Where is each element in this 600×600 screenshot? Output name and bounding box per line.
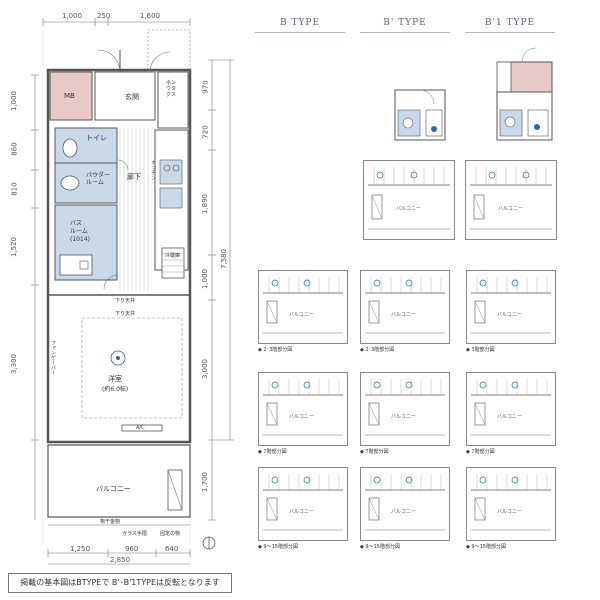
balcony-partial-drawing (263, 474, 343, 531)
balcony-partial-drawing (471, 474, 551, 531)
label-kitchen: キッチン (150, 160, 156, 180)
partial-caption: ◆ 7階部分図 (360, 449, 389, 455)
partial-caption: ◆ 9～15階部分図 (360, 544, 400, 550)
label-ceiling-low-2: 下り天井 (115, 311, 136, 317)
balcony-partial-drawing (365, 474, 445, 531)
tab-b-type: B TYPE (255, 14, 345, 33)
dim-right-2: 720 (201, 125, 210, 139)
balcony-label: バルコニー (497, 414, 522, 420)
floor-plan: 1,000 250 1,600 1,000 860 810 1,520 3,30… (0, 0, 240, 570)
balcony-partial-drawing (263, 379, 343, 436)
balcony-partial-b1-2: バルコニー (466, 372, 556, 446)
tab-bp1-type: B'1 TYPE (465, 14, 555, 33)
balcony-partial-drawing (365, 277, 445, 334)
balcony-label: バルコニー (289, 509, 314, 515)
dim-right-total: 7,580 (220, 248, 229, 270)
room-refrigerator: 冷蔵庫 (165, 253, 181, 259)
room-yoshitsu-size: (約6.0帖) (102, 386, 129, 393)
balcony-partial-b-3: バルコニー (258, 467, 348, 541)
dim-right-5: 3,000 (201, 358, 210, 380)
balcony-partial-bp1-top: バルコニー (465, 160, 557, 240)
balcony-partial-b-1: バルコニー (258, 270, 348, 344)
label-ac: A/C (136, 425, 145, 431)
partial-caption: ◆ 3階部分図 (466, 347, 495, 353)
balcony-partial-bp-top: バルコニー (363, 160, 455, 240)
balcony-partial-bp-2: バルコニー (360, 372, 450, 446)
entrance-plan-bp-drawing (394, 89, 446, 141)
balcony-partial-b1-3: バルコニー (466, 467, 556, 541)
footnote-text: 掲載の基本図はBTYPEで B'･B'1TYPEは反転となります (20, 578, 220, 587)
dim-top-1: 1,000 (62, 12, 83, 20)
balcony-partial-drawing (471, 277, 551, 334)
balcony-partial-bp1-top-drawing (470, 167, 552, 230)
balcony-partial-drawing (263, 277, 343, 334)
room-balcony: バルコニー (96, 485, 131, 493)
balcony-partial-b-2: バルコニー (258, 372, 348, 446)
balcony-label-bp1-top: バルコニー (498, 206, 523, 212)
partial-caption: ◆ 9～15階部分図 (466, 544, 506, 550)
dim-right-6: 1,700 (201, 471, 210, 493)
room-toilet: トイレ (86, 134, 107, 142)
room-washroom: パウダー ルーム (86, 172, 111, 186)
dim-right-3: 1,890 (201, 193, 210, 215)
dim-right-4: 1,000 (201, 268, 210, 290)
partial-caption: ◆ 2･3階部分図 (258, 347, 293, 353)
balcony-partial-bp-top-drawing (368, 167, 450, 230)
balcony-label: バルコニー (391, 414, 416, 420)
dim-top-2: 250 (97, 12, 111, 20)
dim-left-5: 3,300 (10, 353, 19, 375)
dim-left-4: 1,520 (10, 236, 19, 258)
floor-plan-drawing (31, 18, 234, 565)
dim-top-3: 1,600 (140, 12, 161, 20)
dim-right-1: 970 (201, 80, 210, 94)
label-ceiling-low-1: 下り天井 (115, 298, 136, 304)
balcony-partial-drawing (471, 379, 551, 436)
tab-bp1-type-label: B'1 TYPE (484, 18, 536, 28)
partial-caption: ◆ 7階部分図 (258, 449, 287, 455)
dim-bottom-total: 2,850 (110, 556, 131, 564)
balcony-partial-drawing (365, 379, 445, 436)
balcony-label: バルコニー (497, 312, 522, 318)
dim-bottom-1: 1,250 (70, 545, 91, 553)
balcony-label-bp-top: バルコニー (396, 206, 421, 212)
balcony-partial-bp-1: バルコニー (360, 270, 450, 344)
entrance-plan-bp (390, 85, 450, 145)
room-corridor: 廊下 (127, 173, 141, 181)
balcony-label: バルコニー (391, 312, 416, 318)
tab-bp-type-label: B' TYPE (383, 18, 427, 28)
entrance-plan-bp1 (492, 32, 558, 144)
balcony-label: バルコニー (497, 509, 522, 515)
room-yoshitsu: 洋室 (108, 375, 122, 383)
room-mb: MB (64, 92, 75, 100)
dim-bottom-2: 960 (125, 545, 139, 553)
room-genkan: 玄関 (125, 93, 139, 101)
dim-left-3: 810 (10, 182, 19, 196)
balcony-partial-b1-1: バルコニー (466, 270, 556, 344)
balcony-label: バルコニー (289, 312, 314, 318)
entrance-plan-bp1-drawing (496, 47, 553, 141)
label-vent: ファンゲーバー (50, 340, 56, 375)
partial-caption: ◆ 2･3階部分図 (360, 347, 395, 353)
partial-caption: ◆ 9～15階部分図 (258, 544, 298, 550)
dim-bottom-3: 640 (165, 545, 179, 553)
label-shelf: 物干金物 (100, 519, 121, 525)
tab-bp-type: B' TYPE (360, 14, 450, 33)
label-fixed: 固定の物 (160, 531, 181, 537)
balcony-label: バルコニー (289, 414, 314, 420)
balcony-label: バルコニー (391, 509, 416, 515)
balcony-partial-bp-3: バルコニー (360, 467, 450, 541)
room-bonus: ボン ウタ クス (166, 80, 177, 98)
dim-left-1: 1,000 (10, 90, 19, 112)
room-bath: バス ルーム (1014) (70, 220, 90, 243)
partial-caption: ◆ 7階部分図 (466, 449, 495, 455)
tab-b-type-label: B TYPE (279, 18, 321, 28)
footnote-box: 掲載の基本図はBTYPEで B'･B'1TYPEは反転となります (8, 573, 232, 593)
label-glass: ガラス手摺 (122, 531, 147, 537)
dim-left-2: 860 (10, 142, 19, 156)
